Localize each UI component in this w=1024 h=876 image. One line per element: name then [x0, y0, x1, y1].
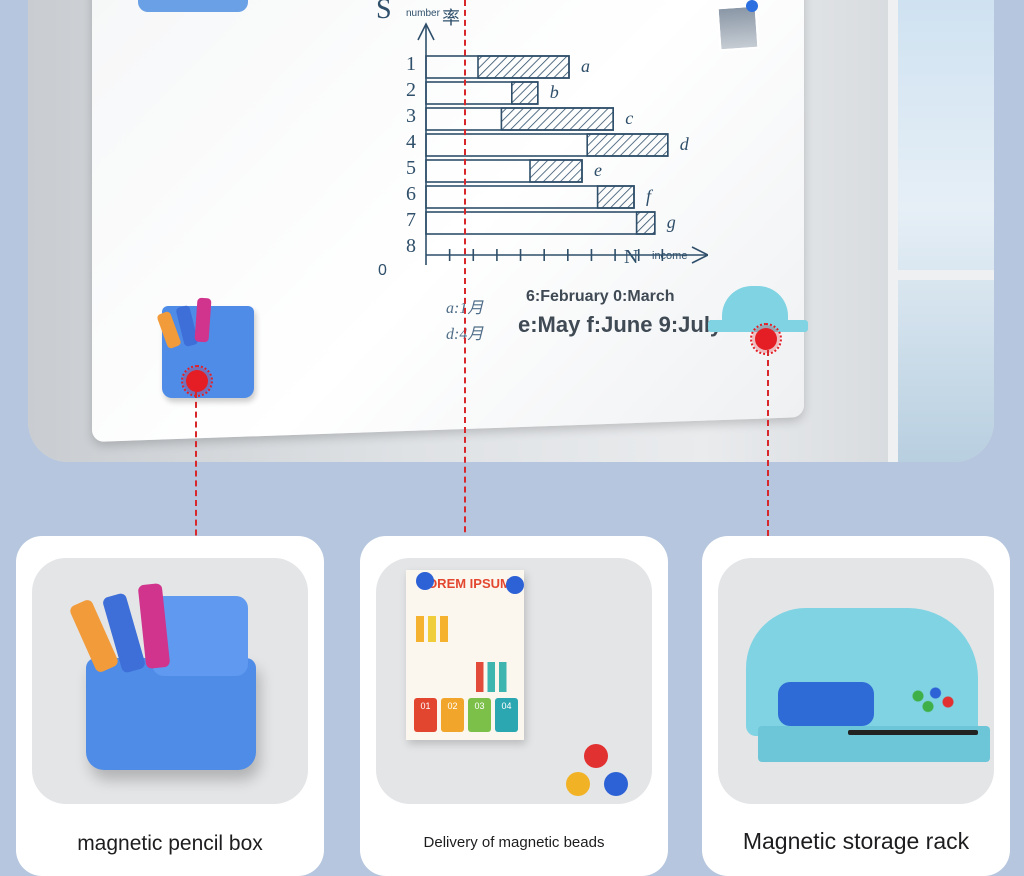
pencil-box-photo: [32, 558, 308, 804]
pencil-box-body: [86, 658, 256, 770]
magnet-bead-blue: [416, 572, 434, 590]
marker-point-pencil-box: [181, 365, 213, 397]
card-label-storage-rack: Magnetic storage rack: [742, 828, 970, 854]
bar-outline: [425, 133, 669, 157]
bar-hatched-segment: [500, 107, 614, 131]
card-pencil-box: magnetic pencil box: [16, 536, 324, 876]
bar-outline: [425, 55, 570, 79]
bar-hatched-segment: [635, 211, 656, 235]
marker-point-storage-rack: [750, 323, 782, 355]
row-number: 4: [406, 131, 416, 153]
pen: [848, 730, 978, 735]
connector-pencil-box: [195, 392, 197, 614]
card-storage-rack: Magnetic storage rack: [702, 536, 1010, 876]
magnet-bead-yellow: [566, 772, 590, 796]
push-pins: [908, 684, 958, 714]
y-axis-arrow: [417, 22, 435, 41]
connector-beads: [464, 0, 466, 572]
bar-outline: [425, 81, 539, 105]
poster-title: LOREM IPSUM: [419, 576, 511, 591]
bar-letter: f: [646, 186, 654, 206]
poster: LOREM IPSUM 01 02 03 04: [406, 570, 524, 740]
window: [888, 0, 994, 462]
card-magnetic-beads: LOREM IPSUM 01 02 03 04 Delivery of magn…: [360, 536, 668, 876]
poster-bar-chart: [416, 616, 456, 642]
card-label-magnetic-beads: Delivery of magnetic beads: [423, 834, 605, 851]
cloud-shelf-on-board: [722, 286, 788, 326]
x-axis-arrow: [691, 246, 708, 264]
bar-hatched-segment: [529, 159, 583, 183]
storage-rack-photo: [718, 558, 994, 804]
connector-storage-rack: [767, 350, 769, 646]
magnet-bead-blue: [506, 576, 524, 594]
poster-badge: 04: [495, 698, 518, 732]
y-axis-note: number: [406, 8, 440, 19]
bar-hatched-segment: [596, 185, 635, 209]
row-number: 3: [406, 105, 416, 127]
bar-letter: g: [667, 212, 676, 232]
typed-note-1: 6:February 0:March: [526, 288, 675, 305]
bar-outline: [425, 107, 614, 131]
hand-drawn-bar-chart: 1 2 3 4 5 6 7 8 a b c d e fg: [406, 22, 708, 265]
row-number: 1: [406, 53, 416, 75]
x-axis-note: income: [652, 250, 688, 262]
poster-badge: 02: [441, 698, 464, 732]
row-number: 8: [406, 235, 416, 257]
row-number: 7: [406, 209, 416, 231]
bar-letter: b: [550, 82, 559, 102]
bar-hatched-segment: [586, 133, 669, 157]
magnet-bead-red: [584, 744, 608, 768]
chart-origin: 0: [378, 262, 387, 279]
poster-bar-chart-2: [476, 662, 514, 692]
poster-badges: 01 02 03 04: [414, 698, 518, 732]
row-number: 2: [406, 79, 416, 101]
window-frame: [898, 270, 994, 280]
eraser: [778, 682, 874, 726]
y-axis-glyph: 率: [442, 8, 460, 28]
bar-hatched-segment: [511, 81, 539, 105]
magnet-bead-blue: [604, 772, 628, 796]
bar-letter: d: [680, 134, 690, 154]
blue-clip: [138, 0, 248, 12]
blue-magnet-icon: [746, 0, 758, 12]
poster-badge: 03: [468, 698, 491, 732]
y-axis-label: S: [376, 0, 392, 25]
bar-outline: [425, 185, 635, 209]
bar-outline: [425, 211, 656, 235]
poster-badge: 01: [414, 698, 437, 732]
bar-letter: a: [581, 56, 590, 76]
bar-letter: c: [625, 108, 633, 128]
card-label-pencil-box: magnetic pencil box: [77, 832, 263, 855]
typed-note-2: e:May f:June 9:July: [518, 312, 723, 337]
x-axis-label: N: [624, 246, 639, 268]
bar-outline: [425, 159, 583, 183]
bar-letter: e: [594, 160, 602, 180]
row-number: 5: [406, 157, 416, 179]
bar-hatched-segment: [477, 55, 570, 79]
row-number: 6: [406, 183, 416, 205]
magnetic-beads-photo: LOREM IPSUM 01 02 03 04: [376, 558, 652, 804]
